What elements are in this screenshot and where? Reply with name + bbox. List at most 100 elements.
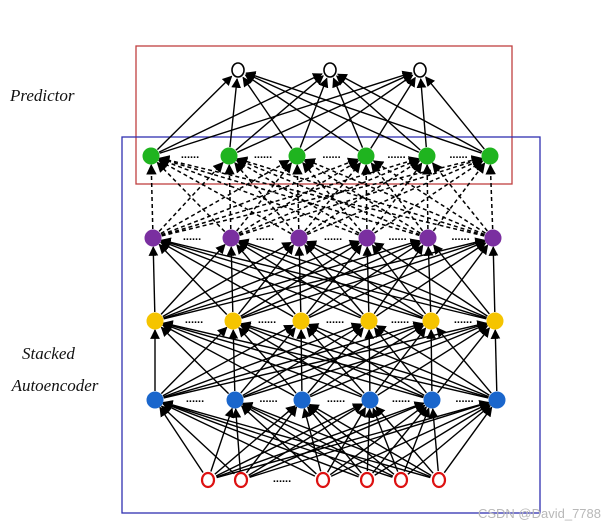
edge-input-blue — [428, 407, 439, 472]
edge-input-blue — [241, 404, 360, 476]
edge-purple-green — [304, 158, 485, 236]
edge-input-blue — [372, 406, 427, 474]
edge-purple-green — [360, 163, 372, 230]
predictor-box — [135, 45, 513, 185]
edge-blue-yellow — [240, 321, 489, 399]
edge-input-blue — [162, 403, 316, 477]
edge-green-output — [245, 72, 420, 153]
edge-yellow-purple — [160, 239, 361, 319]
ellipsis-mark: ...... — [387, 149, 405, 161]
edge-green-output — [235, 75, 324, 151]
edge-input-blue — [242, 403, 394, 477]
edge-blue-yellow — [436, 327, 492, 394]
edge-blue-yellow — [162, 324, 295, 397]
green-node — [418, 147, 436, 165]
edge-input-blue — [330, 402, 490, 477]
edge-yellow-purple — [238, 240, 423, 319]
purple-node — [144, 229, 162, 247]
edge-blue-yellow — [240, 323, 424, 398]
edge-blue-yellow — [490, 329, 501, 392]
edge-yellow-purple — [148, 246, 159, 313]
edge-green-output — [299, 77, 329, 148]
edge-input-blue — [364, 408, 375, 472]
green-node — [288, 147, 306, 165]
edge-yellow-purple — [237, 242, 362, 317]
edge-green-output — [416, 77, 427, 148]
edge-green-output — [158, 73, 323, 153]
edge-purple-green — [431, 162, 488, 232]
edge-input-blue — [407, 405, 491, 475]
blue-node — [423, 391, 441, 409]
edge-input-blue — [443, 406, 493, 474]
ellipsis-mark: ...... — [324, 231, 342, 243]
edge-input-blue — [159, 406, 204, 473]
ellipsis-group: ........................................… — [181, 149, 474, 485]
blue-node — [361, 391, 379, 409]
watermark: CSDN @David_7788 — [477, 506, 601, 521]
edge-purple-green — [235, 159, 360, 235]
yellow-node — [224, 312, 242, 330]
ellipsis-mark: ...... — [185, 314, 203, 326]
edge-purple-green — [146, 163, 157, 230]
edge-purple-green — [374, 160, 484, 234]
edge-input-blue — [160, 405, 235, 475]
ellipsis-mark: ...... — [259, 393, 277, 405]
ellipsis-mark: ...... — [181, 149, 199, 161]
purple-node — [484, 229, 502, 247]
edge-purple-green — [302, 162, 362, 232]
input-node — [200, 471, 216, 489]
edge-green-output — [236, 72, 413, 153]
edge-blue-yellow — [239, 324, 363, 397]
yellow-node — [292, 312, 310, 330]
edge-input-blue — [162, 401, 359, 478]
edge-blue-yellow — [160, 326, 230, 395]
purple-node — [358, 229, 376, 247]
edge-yellow-purple — [373, 242, 488, 317]
edge-blue-yellow — [306, 327, 365, 394]
edge-green-output — [425, 76, 485, 150]
edge-green-output — [332, 77, 364, 148]
output-node — [323, 62, 337, 78]
edge-yellow-purple — [158, 243, 228, 316]
ellipsis-mark: ...... — [254, 149, 272, 161]
edge-purple-green — [238, 160, 360, 234]
edge-input-blue — [214, 405, 296, 475]
green-node — [357, 147, 375, 165]
nodes-group — [142, 62, 506, 489]
edge-input-blue — [162, 400, 393, 478]
ellipsis-mark: ...... — [326, 314, 344, 326]
edge-green-output — [159, 70, 413, 154]
green-node — [481, 147, 499, 165]
ellipsis-mark: ...... — [449, 149, 467, 161]
edge-input-blue — [242, 401, 431, 478]
edge-blue-yellow — [364, 329, 375, 392]
ellipsis-mark: ...... — [258, 314, 276, 326]
edge-input-blue — [308, 403, 432, 477]
edge-purple-green — [158, 157, 359, 236]
purple-node — [290, 229, 308, 247]
edge-purple-green — [156, 161, 226, 233]
ellipsis-mark: ...... — [392, 393, 410, 405]
ellipsis-mark: ...... — [451, 231, 469, 243]
edge-yellow-purple — [488, 246, 499, 313]
edge-yellow-purple — [236, 244, 296, 315]
edge-input-blue — [248, 404, 364, 476]
edge-green-output — [245, 71, 482, 154]
input-node — [359, 471, 375, 489]
stacked-label: Stacked — [22, 344, 75, 363]
edge-purple-green — [432, 162, 486, 232]
green-node — [220, 147, 238, 165]
edge-input-blue — [326, 406, 367, 473]
edge-green-output — [242, 76, 293, 149]
blue-node — [226, 391, 244, 409]
purple-node — [419, 229, 437, 247]
edge-yellow-purple — [362, 246, 373, 313]
edge-input-blue — [374, 404, 491, 476]
predictor-label: Predictor — [10, 86, 75, 105]
edge-green-output — [336, 75, 421, 151]
edge-purple-green — [236, 156, 485, 237]
edge-purple-green — [236, 158, 420, 236]
edge-blue-yellow — [162, 320, 489, 399]
edge-yellow-purple — [306, 240, 487, 319]
